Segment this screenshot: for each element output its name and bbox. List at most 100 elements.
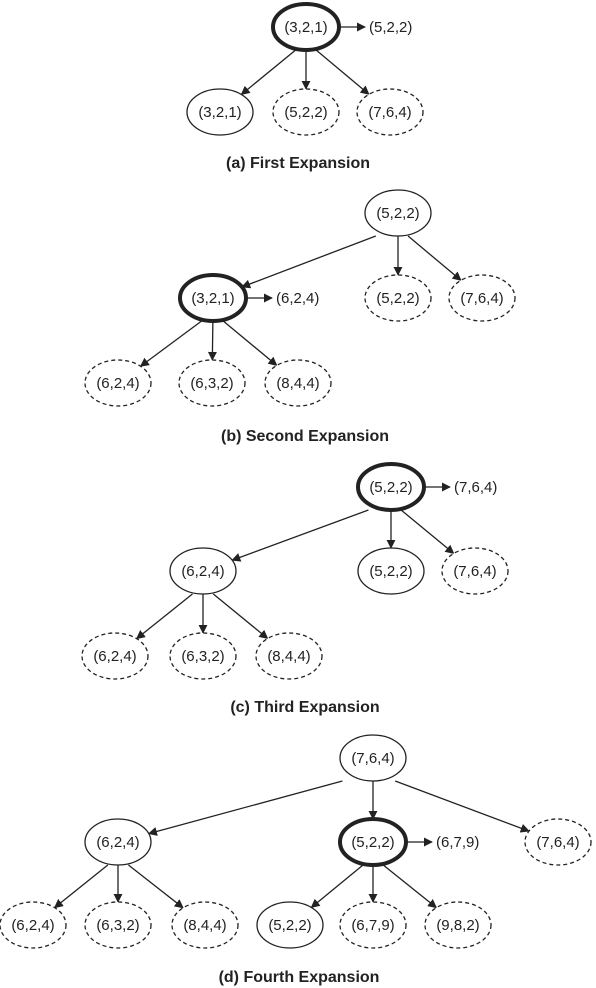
edge-c_c1-c_g1	[135, 593, 193, 640]
tree-node: (5,2,2)	[338, 817, 408, 867]
node-label: (6,3,2)	[96, 917, 139, 934]
unexpanded-node-ellipse	[356, 88, 424, 136]
edge-layer	[53, 49, 530, 909]
node-label: (6,3,2)	[181, 648, 224, 665]
edge-d_c1-d_g3	[128, 864, 184, 909]
tree-node: (7,6,4)	[339, 734, 407, 782]
unexpanded-node-ellipse	[339, 901, 407, 949]
node-label: (9,8,2)	[436, 917, 479, 934]
tree-node: (8,4,4)	[264, 359, 332, 407]
side-label-layer: (5,2,2) (6,2,4) (7,6,4) (6,7,9)	[246, 19, 497, 851]
next-node-label: (6,7,9)	[436, 834, 479, 851]
tree-node: (5,2,2)	[272, 88, 340, 136]
tree-node: (5,2,2)	[256, 901, 324, 949]
unexpanded-node-ellipse	[84, 359, 152, 407]
expanded-node-ellipse	[186, 88, 254, 136]
tree-node: (6,2,4)	[169, 547, 237, 595]
node-label: (7,6,4)	[536, 834, 579, 851]
expanded-node-ellipse	[169, 547, 237, 595]
tree-node: (8,4,4)	[255, 632, 323, 680]
node-label: (8,4,4)	[276, 375, 319, 392]
next-node-label: (5,2,2)	[369, 19, 412, 36]
node-label: (3,2,1)	[191, 290, 234, 307]
edge-d_c2-d_g6	[382, 864, 438, 909]
node-label: (6,2,4)	[96, 375, 139, 392]
unexpanded-node-ellipse	[364, 274, 432, 322]
node-label: (5,2,2)	[284, 104, 327, 121]
tree-node: (3,2,1)	[186, 88, 254, 136]
caption-layer: (a) First Expansion (b) Second Expansion…	[219, 155, 389, 986]
tree-node: (5,2,2)	[364, 274, 432, 322]
node-label: (6,2,4)	[93, 648, 136, 665]
tree-node: (7,6,4)	[524, 818, 592, 866]
node-label: (6,2,4)	[96, 834, 139, 851]
tree-node: (3,2,1)	[271, 2, 341, 52]
tree-node: (6,2,4)	[0, 901, 67, 949]
node-label: (6,3,2)	[190, 375, 233, 392]
unexpanded-node-ellipse	[448, 274, 516, 322]
edge-c_c1-c_g3	[212, 593, 269, 640]
unexpanded-node-ellipse	[441, 547, 509, 595]
edge-d_root-d_c3	[394, 780, 530, 833]
tree-node: (8,4,4)	[171, 901, 239, 949]
edge-c_root-c_c1	[231, 509, 369, 562]
edge-c_root-c_c3	[400, 509, 455, 555]
node-label: (7,6,4)	[368, 104, 411, 121]
tree-node: (6,3,2)	[84, 901, 152, 949]
unexpanded-node-ellipse	[169, 632, 237, 680]
unexpanded-node-ellipse	[272, 88, 340, 136]
next-node-label: (7,6,4)	[454, 479, 497, 496]
unexpanded-node-ellipse	[524, 818, 592, 866]
node-label: (5,2,2)	[268, 917, 311, 934]
tree-node: (9,8,2)	[424, 901, 492, 949]
node-label: (7,6,4)	[460, 290, 503, 307]
edge-d_root-d_c1	[147, 780, 343, 836]
unexpanded-node-ellipse	[0, 901, 67, 949]
tree-node: (6,7,9)	[339, 901, 407, 949]
edge-b_c1-b_g3	[222, 320, 278, 366]
unexpanded-node-ellipse	[171, 901, 239, 949]
edge-b_c1-b_g2	[207, 320, 217, 361]
node-label: (5,2,2)	[376, 205, 419, 222]
node-label: (3,2,1)	[284, 19, 327, 36]
node-label: (5,2,2)	[351, 834, 394, 851]
edge-a_root-a_c3	[315, 49, 370, 95]
expanded-node-ellipse	[256, 901, 324, 949]
node-label: (5,2,2)	[369, 563, 412, 580]
tree-node: (7,6,4)	[448, 274, 516, 322]
caption-second-expansion: (b) Second Expansion	[221, 428, 389, 445]
tree-node: (7,6,4)	[356, 88, 424, 136]
edge-d_c1-d_g1	[53, 864, 109, 909]
tree-node: (6,3,2)	[178, 359, 246, 407]
unexpanded-node-ellipse	[84, 901, 152, 949]
tree-node: (7,6,4)	[441, 547, 509, 595]
node-label: (5,2,2)	[369, 479, 412, 496]
node-layer: (3,2,1) (3,2,1) (5,2,2) (7,6,4) (5,2,2) (3,2,…	[0, 2, 592, 949]
next-node-label: (6,2,4)	[276, 290, 319, 307]
expanded-node-ellipse	[357, 547, 425, 595]
tree-node: (5,2,2)	[357, 547, 425, 595]
edge-b_root-b_c1	[241, 235, 377, 289]
node-label: (3,2,1)	[198, 104, 241, 121]
tree-node: (6,2,4)	[84, 818, 152, 866]
node-label: (7,6,4)	[351, 750, 394, 767]
caption-first-expansion: (a) First Expansion	[226, 155, 370, 172]
expanded-node-ellipse	[84, 818, 152, 866]
node-label: (5,2,2)	[376, 290, 419, 307]
expanded-node-ellipse	[364, 189, 432, 237]
tree-node: (3,2,1)	[178, 273, 248, 323]
node-label: (8,4,4)	[267, 648, 310, 665]
node-label: (6,2,4)	[181, 563, 224, 580]
edge-d_c2-d_g4	[310, 864, 364, 909]
edge-b_root-b_c3	[407, 235, 462, 281]
unexpanded-node-ellipse	[178, 359, 246, 407]
unexpanded-node-ellipse	[424, 901, 492, 949]
edge-b_c1-b_g1	[139, 320, 202, 367]
tree-node: (5,2,2)	[364, 189, 432, 237]
tree-node: (6,3,2)	[169, 632, 237, 680]
node-label: (6,7,9)	[351, 917, 394, 934]
unexpanded-node-ellipse	[81, 632, 149, 680]
caption-third-expansion: (c) Third Expansion	[230, 699, 379, 716]
tree-node: (6,2,4)	[81, 632, 149, 680]
